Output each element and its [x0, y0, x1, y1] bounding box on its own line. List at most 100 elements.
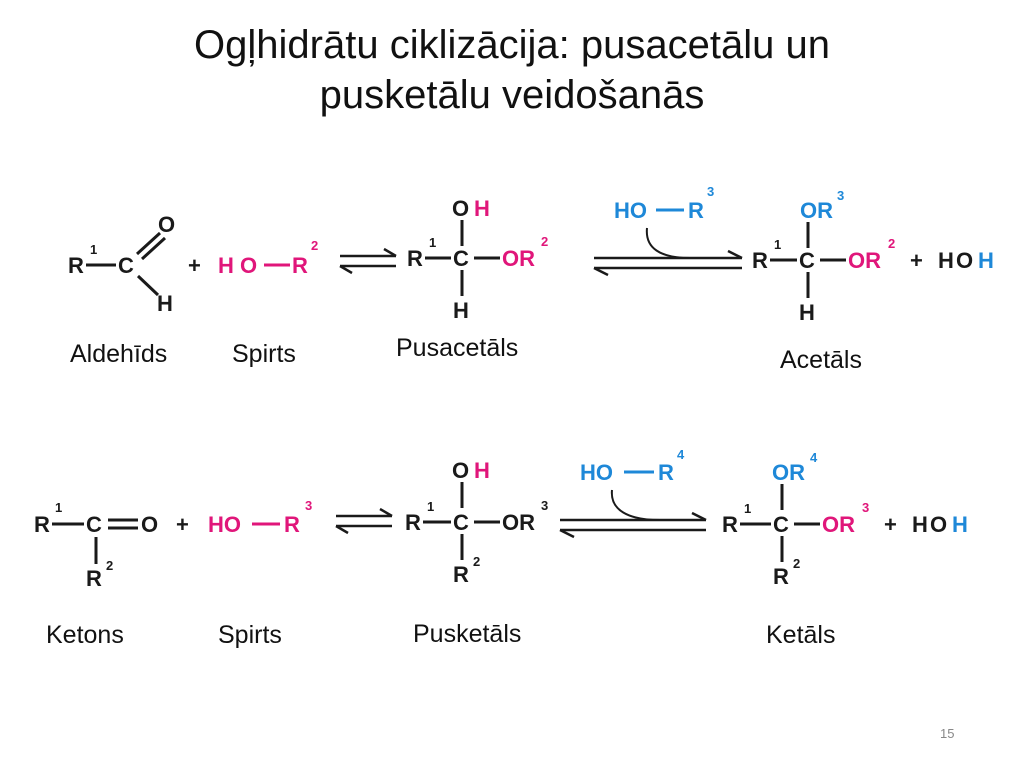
svg-text:H: H	[952, 512, 968, 537]
acetal-structure: OR 3 R 1 C OR 2 H	[752, 188, 895, 325]
svg-text:R: R	[407, 246, 423, 271]
svg-text:1: 1	[55, 500, 62, 515]
svg-text:O: O	[930, 512, 947, 537]
svg-text:C: C	[118, 253, 134, 278]
svg-text:H: H	[799, 300, 815, 325]
svg-text:R: R	[34, 512, 50, 537]
svg-text:C: C	[453, 246, 469, 271]
equilibrium-arrow-2	[593, 249, 743, 277]
svg-text:OR: OR	[822, 512, 855, 537]
svg-text:1: 1	[774, 237, 781, 252]
svg-text:3: 3	[707, 184, 714, 199]
reagent-curve-arrow	[645, 227, 691, 259]
water-structure-2: H O H	[912, 512, 968, 537]
equilibrium-arrow-3	[335, 507, 393, 535]
svg-text:2: 2	[541, 234, 548, 249]
svg-text:2: 2	[888, 236, 895, 251]
svg-text:H: H	[978, 248, 994, 273]
page-number: 15	[940, 726, 955, 741]
caption-hemiketal: Pusketāls	[413, 620, 522, 648]
svg-text:3: 3	[305, 498, 312, 513]
svg-text:O: O	[956, 248, 973, 273]
plus-sign-product-2: +	[884, 512, 897, 537]
caption-alcohol-2: Spirts	[218, 621, 282, 649]
plus-sign-product: +	[910, 248, 923, 273]
svg-text:C: C	[86, 512, 102, 537]
svg-text:3: 3	[837, 188, 844, 203]
svg-text:1: 1	[429, 235, 436, 250]
svg-text:R: R	[688, 198, 704, 223]
svg-text:O: O	[240, 253, 257, 278]
plus-sign-2: +	[176, 512, 189, 537]
svg-text:OR: OR	[800, 198, 833, 223]
svg-text:R: R	[292, 253, 308, 278]
svg-text:H: H	[912, 512, 928, 537]
aldehyde-structure: R 1 C O H	[68, 212, 175, 316]
svg-text:O: O	[452, 458, 469, 483]
svg-text:R: R	[722, 512, 738, 537]
water-structure: H O H	[938, 248, 994, 273]
svg-text:2: 2	[793, 556, 800, 571]
svg-text:R: R	[658, 460, 674, 485]
reagent-alcohol-r3: HO R 3	[614, 184, 714, 223]
svg-text:2: 2	[311, 238, 318, 253]
caption-alcohol-1: Spirts	[232, 340, 296, 368]
svg-text:H: H	[157, 291, 173, 316]
svg-text:H: H	[474, 196, 490, 221]
svg-text:R: R	[773, 564, 789, 589]
slide-title: Ogļhidrātu ciklizācija: pusacetālu un pu…	[100, 20, 924, 120]
svg-text:O: O	[141, 512, 158, 537]
svg-text:4: 4	[677, 447, 685, 462]
svg-text:C: C	[773, 512, 789, 537]
reagent-alcohol-r4: HO R 4	[580, 447, 685, 485]
svg-text:O: O	[158, 212, 175, 237]
svg-text:R: R	[68, 253, 84, 278]
svg-text:1: 1	[427, 499, 434, 514]
svg-text:HO: HO	[614, 198, 647, 223]
ketal-structure: OR 4 R 1 C OR 3 R 2	[722, 450, 869, 589]
svg-text:R: R	[752, 248, 768, 273]
svg-text:R: R	[405, 510, 421, 535]
svg-text:C: C	[453, 510, 469, 535]
svg-text:4: 4	[810, 450, 818, 465]
svg-text:OR: OR	[502, 510, 535, 535]
svg-text:H: H	[453, 298, 469, 323]
svg-text:H: H	[474, 458, 490, 483]
caption-hemiacetal: Pusacetāls	[396, 334, 519, 362]
ketone-structure: R 1 C O R 2	[34, 500, 158, 591]
svg-text:2: 2	[473, 554, 480, 569]
alcohol-structure: H O R 2	[218, 238, 318, 278]
svg-text:3: 3	[541, 498, 548, 513]
reagent-curve-arrow-2	[610, 489, 661, 521]
svg-text:H: H	[218, 253, 234, 278]
svg-text:H: H	[938, 248, 954, 273]
caption-aldehyde: Aldehīds	[70, 340, 168, 368]
svg-text:C: C	[799, 248, 815, 273]
svg-text:2: 2	[106, 558, 113, 573]
svg-text:HO: HO	[208, 512, 241, 537]
svg-text:R: R	[453, 562, 469, 587]
svg-text:R: R	[86, 566, 102, 591]
caption-acetal: Acetāls	[780, 346, 862, 374]
plus-sign: +	[188, 253, 201, 278]
equilibrium-arrow-1	[339, 247, 397, 275]
title-line-2: pusketālu veidošanās	[319, 73, 705, 117]
svg-text:1: 1	[744, 501, 751, 516]
hemiacetal-structure: O H R 1 C OR 2 H	[407, 196, 548, 323]
reaction-1: R 1 C O H + H O R 2 O H	[68, 184, 994, 325]
equilibrium-arrow-4	[559, 511, 707, 539]
svg-text:O: O	[452, 196, 469, 221]
caption-ketal: Ketāls	[766, 621, 836, 649]
svg-text:HO: HO	[580, 460, 613, 485]
alcohol-structure-2: HO R 3	[208, 498, 312, 537]
svg-text:3: 3	[862, 500, 869, 515]
reaction-2: R 1 C O R 2 + HO R 3 O H	[34, 447, 968, 591]
caption-ketone: Ketons	[46, 621, 124, 649]
svg-text:OR: OR	[502, 246, 535, 271]
svg-text:OR: OR	[848, 248, 881, 273]
hemiketal-structure: O H R 1 C OR 3 R 2	[405, 458, 548, 587]
title-line-1: Ogļhidrātu ciklizācija: pusacetālu un	[194, 23, 830, 67]
svg-text:1: 1	[90, 242, 97, 257]
svg-text:R: R	[284, 512, 300, 537]
